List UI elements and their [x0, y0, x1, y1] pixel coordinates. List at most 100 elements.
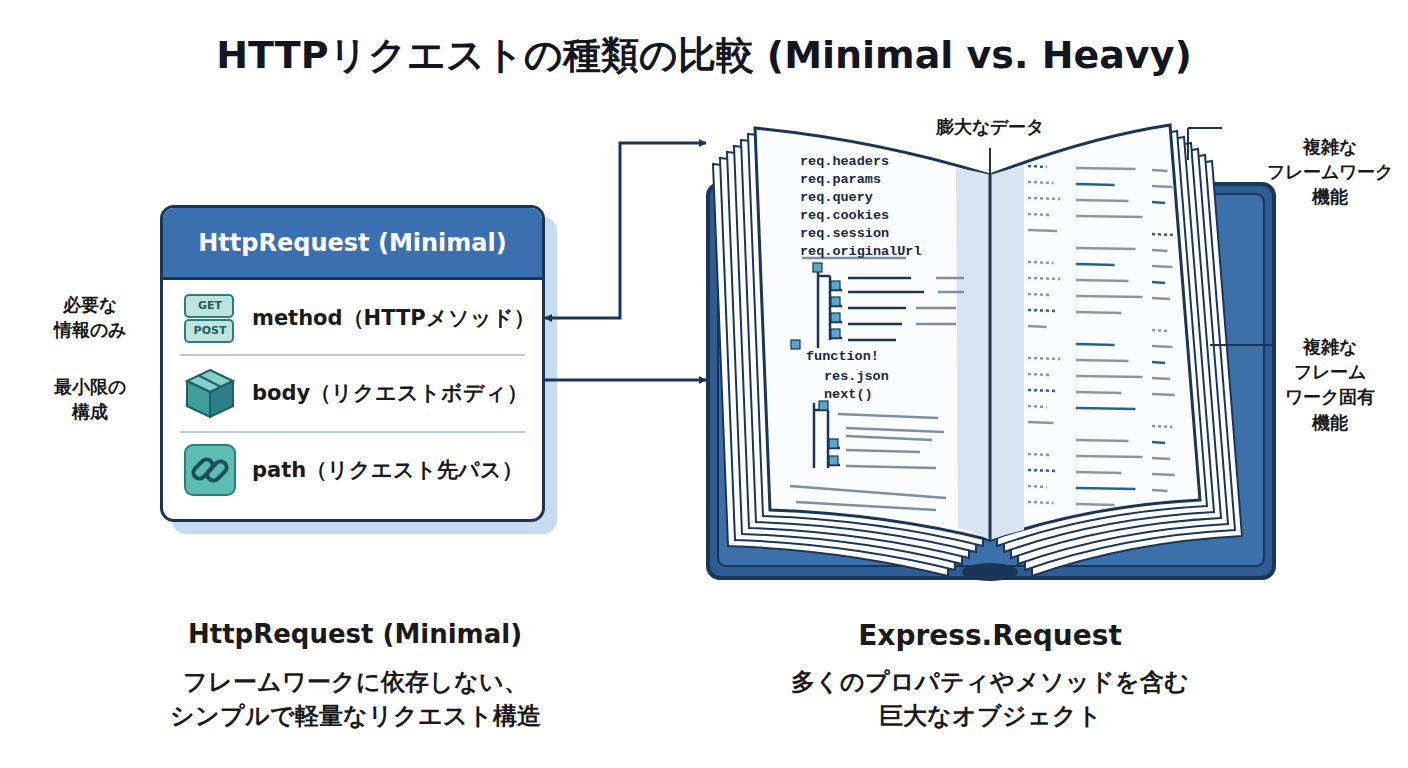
page-text-line	[1152, 298, 1170, 299]
link-icon	[191, 457, 215, 481]
page-text-line	[1028, 374, 1050, 375]
field-label: method（HTTPメソッド）	[252, 304, 535, 332]
method-icon	[185, 320, 233, 342]
field-label: body（リクエストボディ）	[252, 379, 528, 407]
page-text-line	[1028, 502, 1054, 503]
code-line: req.headers	[800, 154, 889, 169]
callout-label: 複雑な フレームワーク 機能	[1262, 134, 1398, 210]
icon-text: GET	[187, 298, 233, 314]
book-spine	[962, 563, 1018, 581]
page-text-line	[1028, 166, 1047, 167]
box-icon	[198, 375, 221, 387]
page-text-line	[1028, 198, 1060, 199]
box-icon	[187, 370, 233, 392]
page-text-line	[1028, 454, 1050, 455]
tree-line	[830, 305, 842, 308]
method-icon	[185, 295, 233, 317]
page-text-line	[1152, 442, 1165, 443]
page-text-line	[1028, 182, 1054, 183]
connector-arrow	[545, 143, 706, 318]
tree-node-icon	[831, 313, 840, 322]
page-stack	[997, 131, 1207, 546]
code-line: function!	[806, 349, 879, 364]
page-shade	[956, 168, 990, 540]
tree-line	[848, 323, 902, 326]
page-text-line	[1076, 184, 1115, 185]
tree-line	[813, 403, 816, 468]
page-text-line	[1028, 422, 1054, 423]
tree-line	[848, 277, 911, 280]
page-text-line	[1152, 250, 1168, 251]
page-text-line	[1076, 264, 1115, 265]
page-text-line	[1028, 310, 1057, 311]
tree-line	[846, 428, 944, 432]
page-text-line	[1076, 360, 1129, 361]
row-divider	[180, 354, 525, 356]
book-cover	[708, 184, 1274, 578]
box-icon	[187, 381, 210, 417]
tree-line	[829, 276, 832, 340]
tree-line	[848, 291, 924, 294]
tree-line	[796, 502, 936, 510]
code-line: req.session	[800, 226, 889, 241]
book-cover	[718, 194, 1264, 566]
page-text-line	[1076, 248, 1136, 249]
box-header: HttpRequest (Minimal)	[163, 208, 542, 280]
book-page	[990, 125, 1200, 540]
tree-node-icon	[813, 263, 822, 272]
page-text-line	[1152, 170, 1168, 171]
leader-line	[989, 148, 991, 180]
page-text-line	[1152, 330, 1168, 331]
side-note: 必要な 情報のみ	[40, 292, 140, 342]
tree-line	[814, 409, 828, 412]
page-text-line	[1076, 440, 1129, 441]
callout-label: 膨大なデータ	[915, 114, 1065, 139]
tree-line	[827, 410, 830, 468]
page-stack	[1011, 143, 1221, 558]
page-text-line	[1076, 504, 1115, 505]
panel-caption: フレームワークに依存しない、 シンプルで軽量なリクエスト構造	[105, 666, 605, 733]
page-stack	[748, 134, 983, 546]
box-icon	[210, 381, 233, 417]
tree-line	[846, 436, 932, 440]
page-text-line	[1152, 202, 1165, 203]
field-row: path（リクエスト先パス）	[163, 433, 542, 507]
tree-line	[802, 257, 906, 260]
page-text-line	[1028, 262, 1054, 263]
page-text-line	[1152, 378, 1170, 379]
page-stack	[741, 140, 976, 552]
page-stack	[713, 164, 948, 576]
page-text-line	[1028, 486, 1047, 487]
tree-line	[830, 321, 842, 324]
tree-line	[817, 268, 820, 348]
page-text-line	[1076, 472, 1122, 473]
page-stack	[1018, 149, 1228, 564]
tree-line	[790, 486, 946, 498]
page-text-line	[1028, 294, 1050, 295]
page-stack	[720, 158, 955, 570]
leader-line	[1188, 127, 1222, 129]
row-divider	[180, 431, 525, 433]
link-icon	[205, 459, 229, 483]
page-stack	[727, 152, 962, 564]
page-text-line	[1076, 296, 1143, 297]
code-line: req.params	[800, 172, 881, 187]
page-text-line	[1152, 186, 1172, 187]
page-text-line	[1152, 394, 1175, 395]
page-text-line	[1028, 326, 1047, 327]
page-text-line	[1028, 214, 1050, 215]
tree-line	[828, 464, 840, 467]
tree-line	[936, 277, 964, 280]
page-text-line	[1028, 358, 1060, 359]
callout-label: 複雑な フレーム ワーク固有 機能	[1270, 334, 1390, 435]
page-text-line	[1152, 362, 1165, 363]
tree-line	[830, 337, 842, 340]
page-text-line	[1152, 234, 1175, 235]
page-stack	[1004, 137, 1214, 552]
page-text-line	[1152, 458, 1170, 459]
page-text-line	[1076, 392, 1122, 393]
